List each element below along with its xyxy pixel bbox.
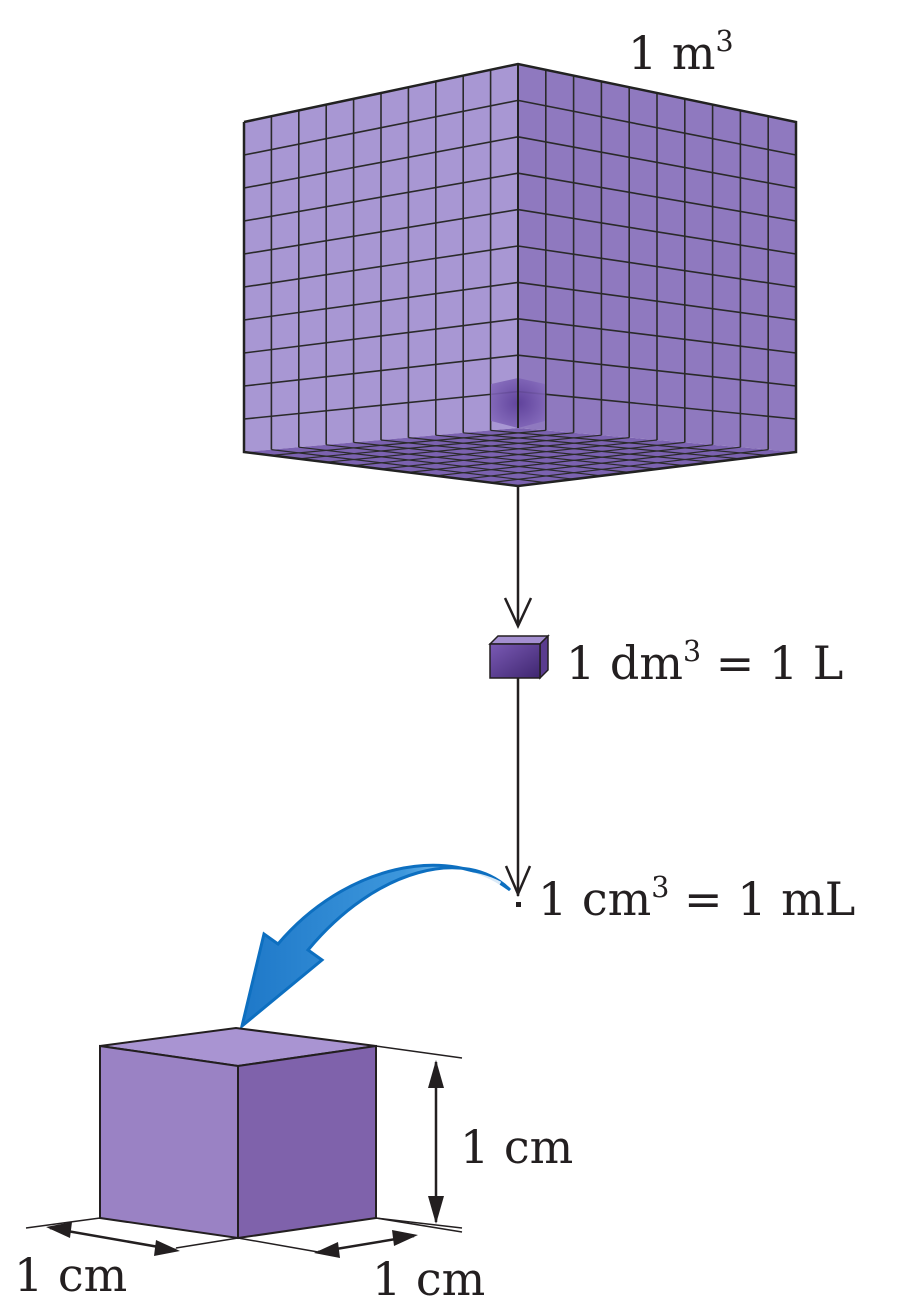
cubic-decimeter-equals: = 1 L [701, 636, 844, 690]
right-depth-label: 1 cm [372, 1252, 486, 1306]
cubic-decimeter-cube-top [488, 635, 550, 645]
cubic-decimeter-value: 1 dm [566, 636, 683, 690]
arrow-head-lower [504, 865, 532, 898]
cubic-meter-exponent: 3 [715, 25, 734, 59]
cm-cube-front-face [99, 1044, 239, 1240]
bottom-face-grid-line [435, 434, 713, 463]
bottom-face-grid-line [490, 429, 769, 456]
right-extension-inner [237, 1237, 319, 1253]
zoom-curved-arrow [239, 863, 512, 1031]
bottom-face-grid-line [463, 446, 741, 480]
cubic-centimeter-dot [516, 902, 521, 907]
left-arrow-line [49, 1226, 177, 1252]
height-arrow-head-bottom [428, 1196, 444, 1224]
arrow-to-cubic-decimeter [503, 486, 533, 629]
left-arrow-head-b [154, 1240, 180, 1256]
left-depth-dimension [25, 1217, 239, 1256]
height-extension-top [375, 1045, 463, 1059]
left-face-grid-line [243, 354, 519, 387]
right-depth-dimension [237, 1217, 463, 1258]
left-depth-label: 1 cm [14, 1248, 128, 1302]
right-face-grid-line [517, 390, 797, 420]
left-arrow-head-a [46, 1222, 72, 1238]
bottom-face-grid-line [490, 449, 769, 484]
cubic-centimeter-label: 1 cm3 = 1 mL [538, 874, 855, 922]
bottom-face-grid-line [408, 437, 685, 467]
height-dimension [375, 1045, 463, 1229]
cubic-decimeter-exponent: 3 [682, 635, 702, 669]
right-arrow-head-a [314, 1242, 340, 1258]
cubic-meter-cube-grid [243, 69, 797, 484]
left-extension-inner [175, 1237, 239, 1249]
curved-arrow-inner [316, 870, 502, 952]
height-arrow-head-top [428, 1060, 444, 1088]
bottom-face-grid-line [463, 432, 741, 460]
left-face-grid-line [243, 318, 519, 354]
right-face-grid-line [517, 245, 797, 288]
bottom-face-grid-line [408, 441, 685, 473]
left-face-grid-line [243, 245, 519, 288]
right-face-grid-line [517, 281, 797, 321]
cubic-centimeter-cube [99, 1026, 377, 1240]
cubic-decimeter-cube-side [539, 634, 549, 680]
right-face-grid-line [517, 318, 797, 354]
height-label: 1 cm [460, 1120, 574, 1174]
right-face-grid-line [517, 354, 797, 387]
left-face-grid-line [243, 390, 519, 420]
cubic-decimeter-cube [488, 634, 550, 680]
cubic-meter-cube-bottom-face [244, 428, 796, 486]
arrow-head-upper [503, 597, 533, 629]
bottom-face-grid-line [435, 444, 713, 477]
bottom-face-grid-line [380, 439, 658, 470]
cm-cube-side-face [237, 1044, 377, 1240]
cubic-meter-label: 1 m3 [628, 28, 734, 76]
cubic-centimeter-equals: = 1 mL [669, 872, 856, 926]
right-arrow-head-b [392, 1230, 418, 1246]
arrow-to-cubic-centimeter [504, 678, 532, 907]
cubic-centimeter-exponent: 3 [651, 871, 670, 905]
cubic-meter-cube [242, 62, 798, 488]
curved-arrow-body [239, 863, 512, 1031]
cubic-decimeter-cube-front [489, 643, 541, 679]
cubic-decimeter-label: 1 dm3 = 1 L [566, 638, 843, 686]
cubic-meter-value: 1 m [628, 26, 716, 80]
left-extension-outer [25, 1217, 101, 1229]
right-extension-outer [375, 1217, 463, 1233]
cubic-centimeter-value: 1 cm [538, 872, 652, 926]
left-face-grid-line [243, 281, 519, 321]
